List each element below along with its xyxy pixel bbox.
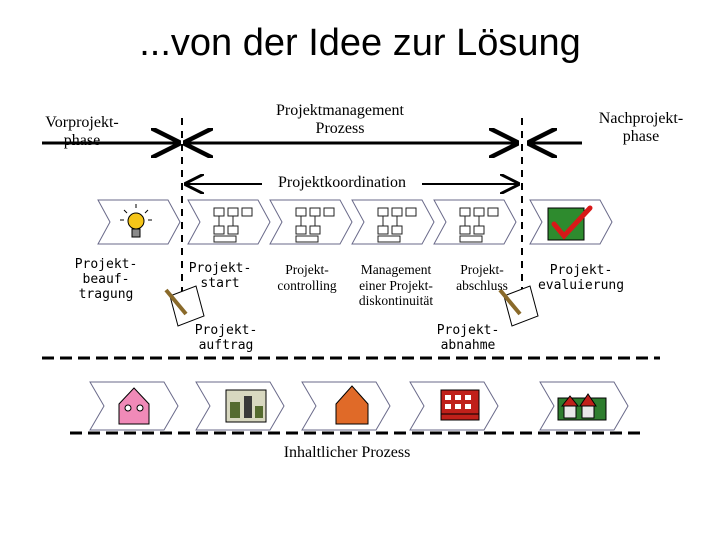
koordination-label: Projektkoordination xyxy=(262,174,422,193)
orange-house-icon xyxy=(335,385,369,425)
step-diskontinuitaet-label: Management einer Projekt- diskontinuität xyxy=(358,262,434,309)
phase-nachprojekt-label: Nachprojekt- phase xyxy=(598,110,684,146)
step-abschluss-label: Projekt- abschluss xyxy=(456,262,508,293)
step-controlling-label: Projekt- controlling xyxy=(277,262,337,293)
step-start-label: Projekt- start xyxy=(188,261,252,291)
phase-vorprojekt-label: Vorprojekt- phase xyxy=(45,114,119,150)
flowchart-icon-3 xyxy=(377,207,417,243)
checkmark-icon xyxy=(547,205,593,241)
flowchart-icon-2 xyxy=(295,207,335,243)
pen-paper-icon-1 xyxy=(164,285,205,327)
construction-picture-icon xyxy=(225,389,267,423)
step-evaluierung-label: Projekt- evaluierung xyxy=(537,263,625,293)
village-icon xyxy=(557,393,607,421)
pen-paper-icon-2 xyxy=(498,285,539,327)
page-title: ...von der Idee zur Lösung xyxy=(139,22,581,64)
lightbulb-icon xyxy=(120,204,152,238)
milestone-auftrag-label: Projekt- auftrag xyxy=(194,323,258,353)
red-building-icon xyxy=(440,389,480,421)
flowchart-icon-1 xyxy=(213,207,253,243)
flowchart-icon-4 xyxy=(459,207,499,243)
inhaltlicher-prozess-label: Inhaltlicher Prozess xyxy=(283,444,411,461)
pink-house-icon xyxy=(118,387,150,425)
step-beauftragung-label: Projekt- beauf- tragung xyxy=(74,257,138,302)
milestone-abnahme-label: Projekt- abnahme xyxy=(436,323,500,353)
chevrons-top xyxy=(97,199,613,245)
